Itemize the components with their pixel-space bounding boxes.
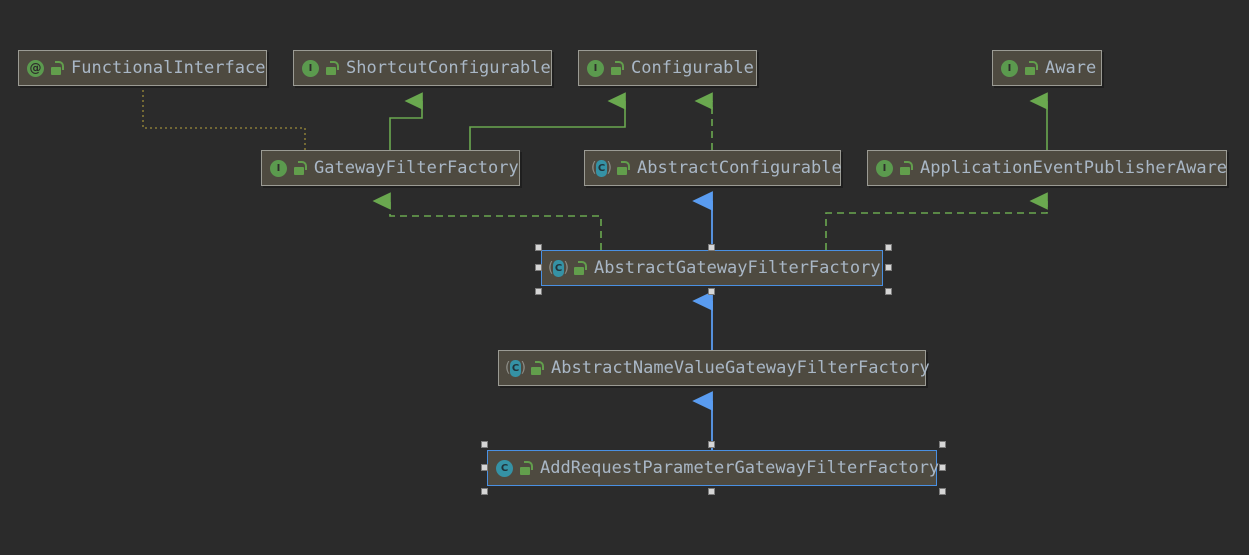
interface-icon: I [269,159,288,178]
unlocked-public-icon [615,160,630,176]
node-label: AbstractConfigurable [637,158,842,178]
uml-node-application-event-publisher-aware[interactable]: I ApplicationEventPublisherAware [867,150,1227,186]
unlocked-public-icon [572,260,587,276]
resize-handle-nw[interactable] [535,244,542,251]
resize-handle-sw[interactable] [481,488,488,495]
unlocked-public-icon [898,160,913,176]
edge-agff-implements-gff [372,192,602,250]
node-label: AbstractGatewayFilterFactory [594,258,881,278]
resize-handle-n[interactable] [708,441,715,448]
node-label: AbstractNameValueGatewayFilterFactory [551,358,930,378]
resize-handle-se[interactable] [939,488,946,495]
node-label: GatewayFilterFactory [314,158,519,178]
abstract-class-icon: ( C ) [548,259,569,277]
resize-handle-ne[interactable] [939,441,946,448]
uml-node-configurable[interactable]: I Configurable [578,50,757,86]
resize-handle-w[interactable] [481,464,488,471]
resize-handle-sw[interactable] [535,288,542,295]
uml-node-shortcut-configurable[interactable]: I ShortcutConfigurable [293,50,552,86]
uml-node-aware[interactable]: I Aware [992,50,1102,86]
unlocked-public-icon [529,360,544,376]
node-label: ShortcutConfigurable [346,58,551,78]
class-icon: C [495,459,514,478]
resize-handle-se[interactable] [885,288,892,295]
resize-handle-e[interactable] [939,464,946,471]
interface-icon: I [875,159,894,178]
edge-gff-extends-shortcutconfigurable [389,92,423,150]
uml-node-functional-interface[interactable]: @ FunctionalInterface [18,50,267,86]
uml-node-abstract-name-value-gateway-filter-factory[interactable]: ( C ) AbstractNameValueGatewayFilterFact… [498,350,930,386]
unlocked-public-icon [49,60,64,76]
abstract-class-icon: ( C ) [505,359,526,377]
resize-handle-e[interactable] [885,264,892,271]
node-label: Aware [1045,58,1097,78]
interface-icon: I [301,59,320,78]
unlocked-public-icon [609,60,624,76]
interface-icon: I [586,59,605,78]
interface-icon: I [1000,59,1019,78]
resize-handle-ne[interactable] [885,244,892,251]
edge-gff-annotated-functionalinterface [142,89,306,150]
resize-handle-w[interactable] [535,264,542,271]
unlocked-public-icon [292,160,307,176]
node-label: Configurable [631,58,754,78]
resize-handle-n[interactable] [708,244,715,251]
uml-node-add-request-parameter-gateway-filter-factory[interactable]: C AddRequestParameterGatewayFilterFactor… [487,450,940,486]
uml-node-abstract-gateway-filter-factory[interactable]: ( C ) AbstractGatewayFilterFactory [541,250,883,286]
abstract-class-icon: ( C ) [591,159,612,177]
node-label: ApplicationEventPublisherAware [920,158,1228,178]
resize-handle-s[interactable] [708,288,715,295]
annotation-icon: @ [26,59,45,78]
unlocked-public-icon [518,460,533,476]
unlocked-public-icon [1023,60,1038,76]
edge-agff-implements-aepa [825,192,1048,250]
node-label: AddRequestParameterGatewayFilterFactory [540,458,940,478]
resize-handle-nw[interactable] [481,441,488,448]
unlocked-public-icon [324,60,339,76]
node-label: FunctionalInterface [71,58,266,78]
uml-node-gateway-filter-factory[interactable]: I GatewayFilterFactory [261,150,520,186]
resize-handle-s[interactable] [708,488,715,495]
edge-gff-extends-configurable [469,92,626,150]
uml-node-abstract-configurable[interactable]: ( C ) AbstractConfigurable [584,150,842,186]
